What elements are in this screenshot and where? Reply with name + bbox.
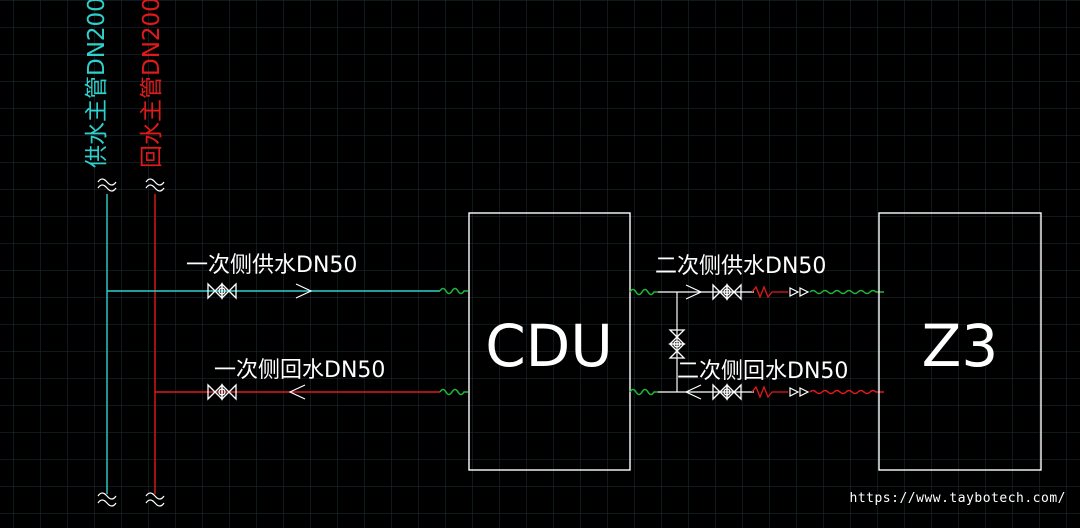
break-mark-icon (145, 178, 165, 192)
bypass-valve-icon (668, 329, 686, 359)
break-mark-icon (97, 492, 117, 507)
z3-load-unit: Z3 (878, 212, 1042, 471)
flexible-joint-icon (439, 287, 468, 295)
return-main-header (145, 178, 165, 507)
website-watermark: https://www.taybotech.com/ (849, 491, 1066, 506)
flexible-joint-icon (629, 288, 658, 296)
flow-arrow-icon (684, 384, 702, 400)
bypass-pipe (668, 292, 686, 392)
flow-arrow-icon (288, 384, 306, 400)
primary-return-line: 一次侧回水DN50 (155, 358, 468, 401)
primary-return-label: 一次侧回水DN50 (214, 358, 385, 383)
secondary-return-label: 二次侧回水DN50 (677, 359, 848, 384)
secondary-supply-line: 二次侧供水DN50 (629, 254, 884, 301)
primary-supply-line: 一次侧供水DN50 (107, 253, 468, 300)
primary-supply-label: 一次侧供水DN50 (186, 253, 357, 278)
break-mark-icon (145, 492, 165, 507)
break-mark-icon (97, 178, 117, 192)
y-strainer-icon (751, 285, 788, 299)
cdu-label: CDU (485, 312, 613, 380)
cdu-unit: CDU (468, 212, 631, 471)
supply-main-header (97, 178, 117, 507)
return-header-label: 回水主管DN200 (139, 0, 165, 168)
check-valve-icon (789, 287, 810, 297)
flow-arrow-icon (295, 283, 313, 299)
flexible-joint-icon (439, 388, 468, 396)
butterfly-valve-icon (712, 283, 742, 301)
butterfly-valve-icon (207, 383, 237, 401)
secondary-supply-label: 二次侧供水DN50 (655, 254, 826, 279)
flow-arrow-icon (685, 284, 703, 300)
check-valve-icon (789, 387, 810, 397)
z3-label: Z3 (922, 312, 999, 380)
butterfly-valve-icon (712, 383, 742, 401)
flexible-joint-icon (629, 388, 658, 396)
y-strainer-icon (751, 385, 788, 399)
butterfly-valve-icon (207, 282, 237, 300)
secondary-return-line: 二次侧回水DN50 (629, 359, 884, 401)
supply-header-label: 供水主管DN200 (84, 0, 110, 168)
